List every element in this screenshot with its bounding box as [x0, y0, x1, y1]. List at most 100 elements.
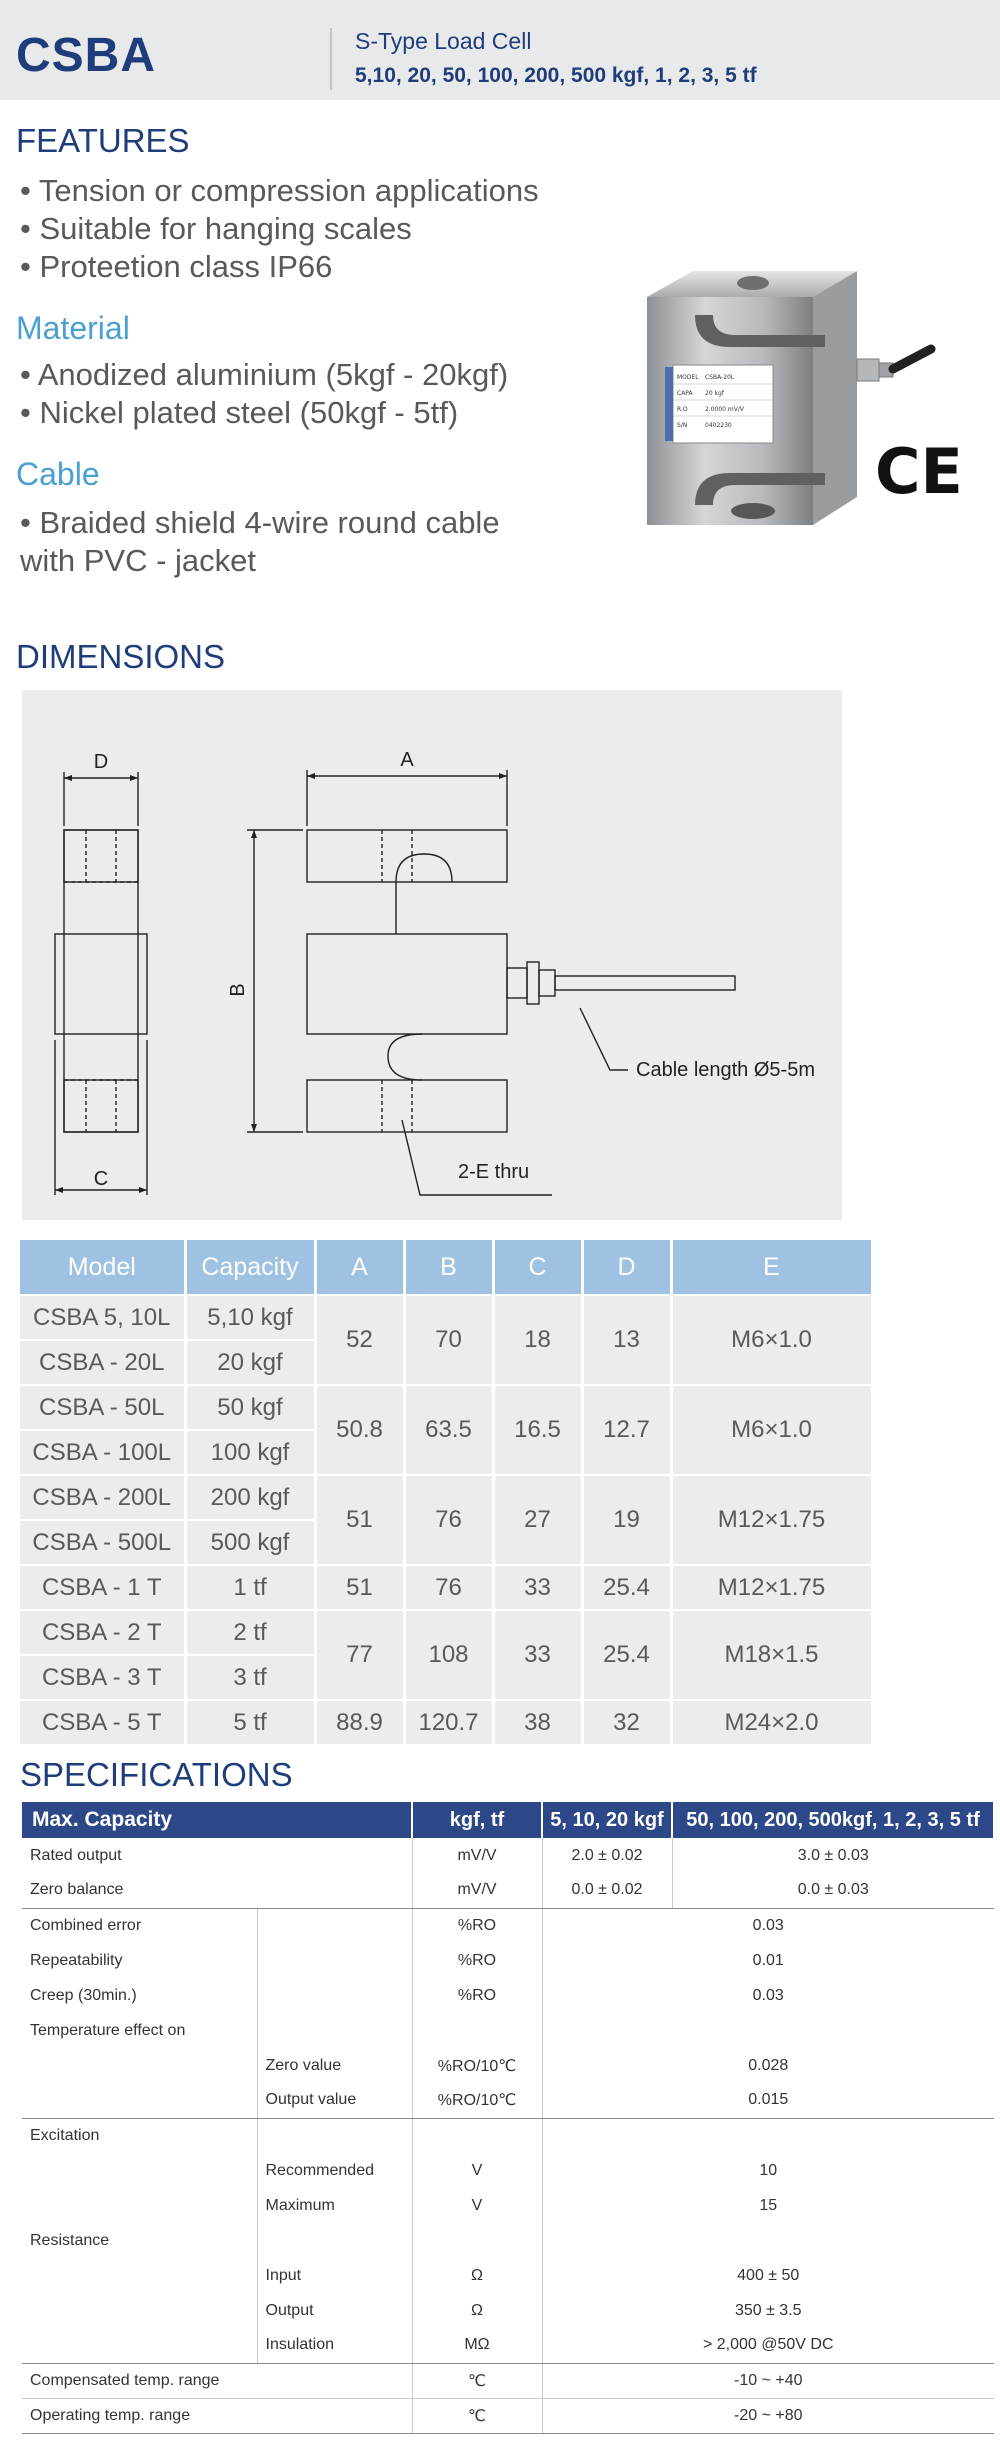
cell-a: 50.8	[315, 1385, 406, 1476]
spec-unit: %RO/10℃	[411, 2048, 543, 2083]
spec-sublabel: Insulation	[257, 2328, 412, 2364]
spec-label: Operating temp. range	[22, 2398, 412, 2434]
cell-b: 120.7	[404, 1700, 495, 1746]
spec-label: Repeatability	[22, 1943, 258, 1978]
cable-title: Cable	[16, 456, 100, 492]
spec-label: Creep (30min.)	[22, 1978, 258, 2013]
spec-row: Resistance	[22, 2223, 994, 2258]
material-item: • Nickel plated steel (50kgf - 5tf)	[20, 395, 459, 430]
cell-model: CSBA - 200L	[20, 1475, 187, 1521]
spec-sublabel: Input	[265, 2266, 302, 2284]
spec-label: Zero balance	[22, 1873, 412, 1909]
cell-capacity: 2 tf	[185, 1610, 317, 1656]
cell-e: M6×1.0	[671, 1295, 874, 1386]
spec-unit: %RO	[411, 1978, 543, 2013]
spec-value: -20 ~ +80	[542, 2398, 994, 2434]
feature-item: • Suitable for hanging scales	[20, 211, 412, 246]
cell-e: M6×1.0	[671, 1385, 874, 1476]
cell-b: 108	[404, 1610, 495, 1701]
cell-capacity: 100 kgf	[185, 1430, 317, 1476]
spec-row: Excitation	[22, 2118, 994, 2153]
spec-sublabel: Output	[265, 2301, 314, 2319]
spec-label: Excitation	[22, 2118, 258, 2153]
dim-label-c: C	[94, 1168, 108, 1190]
spec-row: Input Ω 400 ± 50	[22, 2258, 994, 2293]
ce-mark: CE	[875, 435, 960, 508]
cell-b: 70	[404, 1295, 495, 1386]
dim-label-d: D	[94, 751, 108, 773]
spec-unit: mV/V	[411, 1873, 543, 1909]
spec-unit: MΩ	[411, 2328, 543, 2364]
spec-value: -10 ~ +40	[542, 2363, 994, 2399]
cell-c: 33	[493, 1565, 584, 1611]
label-value: 0402230	[705, 422, 732, 429]
table-row: CSBA 5, 10L 5,10 kgf 52 70 18 13 M6×1.0	[20, 1295, 874, 1386]
table-row: CSBA - 100L 100 kgf	[20, 1430, 872, 1476]
cell-e: M12×1.75	[671, 1475, 874, 1566]
label-value: 20 kgf	[705, 390, 725, 397]
cell-e: M24×2.0	[671, 1700, 874, 1746]
cell-model: CSBA - 3 T	[20, 1655, 187, 1701]
cell-capacity: 200 kgf	[185, 1475, 317, 1521]
label-row: MODEL	[677, 374, 699, 381]
dimensions-title: DIMENSIONS	[16, 638, 226, 675]
cell-d: 19	[582, 1475, 673, 1566]
spec-header: 5, 10, 20 kgf	[542, 1802, 673, 1838]
table-row: CSBA - 500L 500 kgf	[20, 1520, 872, 1566]
dimension-drawing: D A C B Cable length Ø5-5m 2-E thru	[22, 690, 842, 1220]
feature-item: • Tension or compression applications	[20, 173, 539, 208]
product-photo: MODEL CSBA-20L CAPA 20 kgf R.O 2.0000 mV…	[647, 271, 960, 525]
cell-capacity: 500 kgf	[185, 1520, 317, 1566]
spec-unit: Ω	[411, 2258, 543, 2293]
cell-a: 51	[315, 1565, 406, 1611]
spec-value: 0.01	[752, 1951, 784, 1969]
cell-model: CSBA - 2 T	[20, 1610, 187, 1656]
cell-capacity: 20 kgf	[185, 1340, 317, 1386]
table-row: CSBA - 20L 20 kgf	[20, 1340, 872, 1386]
spec-unit: %RO/10℃	[411, 2083, 543, 2119]
spec-label: Rated output	[30, 1846, 122, 1864]
header-divider	[330, 28, 332, 90]
dim-label-b: B	[227, 983, 249, 996]
spec-row: Repeatability %RO 0.01	[22, 1943, 994, 1978]
col-header: Model	[20, 1240, 187, 1296]
table-row: CSBA - 50L 50 kgf 50.8 63.5 16.5 12.7 M6…	[20, 1385, 874, 1476]
spec-unit: V	[411, 2188, 543, 2223]
spec-value: 400 ± 50	[737, 2266, 800, 2284]
spec-header: Max. Capacity	[22, 1802, 413, 1838]
col-header: E	[671, 1240, 874, 1296]
cell-model: CSBA - 20L	[20, 1340, 187, 1386]
col-header: D	[582, 1240, 673, 1296]
cell-d: 25.4	[582, 1565, 673, 1611]
spec-value: 0.0 ± 0.03	[672, 1873, 994, 1909]
cell-e: M12×1.75	[671, 1565, 874, 1611]
cell-model: CSBA - 500L	[20, 1520, 187, 1566]
cell-b: 76	[404, 1565, 495, 1611]
material-title: Material	[16, 310, 130, 346]
cell-capacity: 5,10 kgf	[185, 1295, 317, 1341]
spec-row: Rated output mV/V 2.0 ± 0.02 3.0 ± 0.03	[22, 1838, 994, 1873]
cable-item: • Braided shield 4-wire round cable	[20, 505, 500, 540]
spec-header-row: Max. Capacity kgf, tf 5, 10, 20 kgf 50, …	[22, 1802, 995, 1838]
table-header-row: Model Capacity A B C D E	[20, 1240, 874, 1296]
cell-c: 18	[493, 1295, 584, 1386]
spec-sublabel: Output value	[257, 2083, 412, 2119]
cell-c: 27	[493, 1475, 584, 1566]
spec-row: Maximum V 15	[22, 2188, 994, 2223]
spec-value: 10	[759, 2161, 778, 2179]
spec-value: 0.028	[748, 2056, 789, 2074]
cell-model: CSBA - 50L	[20, 1385, 187, 1431]
cell-model: CSBA - 1 T	[20, 1565, 187, 1611]
table-row: CSBA - 1 T 1 tf 51 76 33 25.4 M12×1.75	[20, 1565, 874, 1611]
spec-unit: %RO	[411, 1908, 543, 1943]
spec-row: Operating temp. range ℃ -20 ~ +80	[22, 2398, 994, 2434]
col-header: A	[315, 1240, 406, 1296]
col-header: Capacity	[185, 1240, 317, 1296]
spec-row: Zero value %RO/10℃ 0.028	[22, 2048, 994, 2083]
spec-value: 15	[759, 2196, 778, 2214]
spec-unit: mV/V	[411, 1838, 543, 1873]
cell-model: CSBA - 100L	[20, 1430, 187, 1476]
table-row: CSBA - 3 T 3 tf	[20, 1655, 872, 1701]
spec-label: Resistance	[22, 2223, 258, 2258]
specifications-title: SPECIFICATIONS	[20, 1756, 293, 1793]
